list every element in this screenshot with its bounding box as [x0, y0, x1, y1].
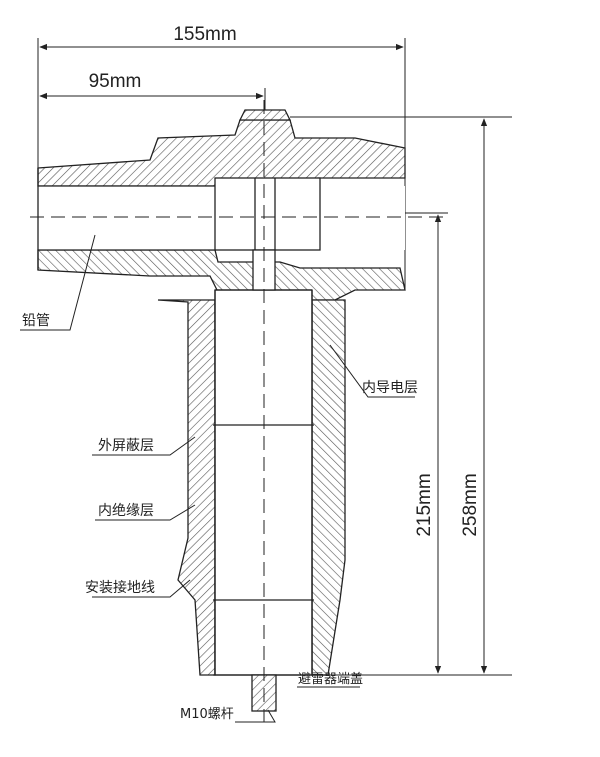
- dim-total-height: 258mm: [460, 473, 481, 536]
- dim-center-offset: 95mm: [89, 71, 142, 92]
- vertical-body: [157, 249, 346, 712]
- dimension-lines: [37, 38, 512, 676]
- label-m10-screw: M10螺杆: [180, 707, 234, 722]
- label-outer-shield-layer: 外屏蔽层: [98, 438, 154, 454]
- label-inner-insulation-layer: 内绝缘层: [98, 503, 154, 519]
- label-lead-sheath: 铅管: [22, 313, 50, 329]
- dim-overall-width: 155mm: [173, 24, 236, 45]
- horizontal-branch: [37, 109, 406, 301]
- label-ground-wire-mount: 安装接地线: [85, 579, 155, 596]
- label-inner-conductive-layer: 内导电层: [362, 380, 418, 396]
- leader-lines: [20, 234, 415, 723]
- dim-body-height: 215mm: [414, 473, 435, 536]
- label-arrester-cap: 避雷器端盖: [298, 672, 363, 687]
